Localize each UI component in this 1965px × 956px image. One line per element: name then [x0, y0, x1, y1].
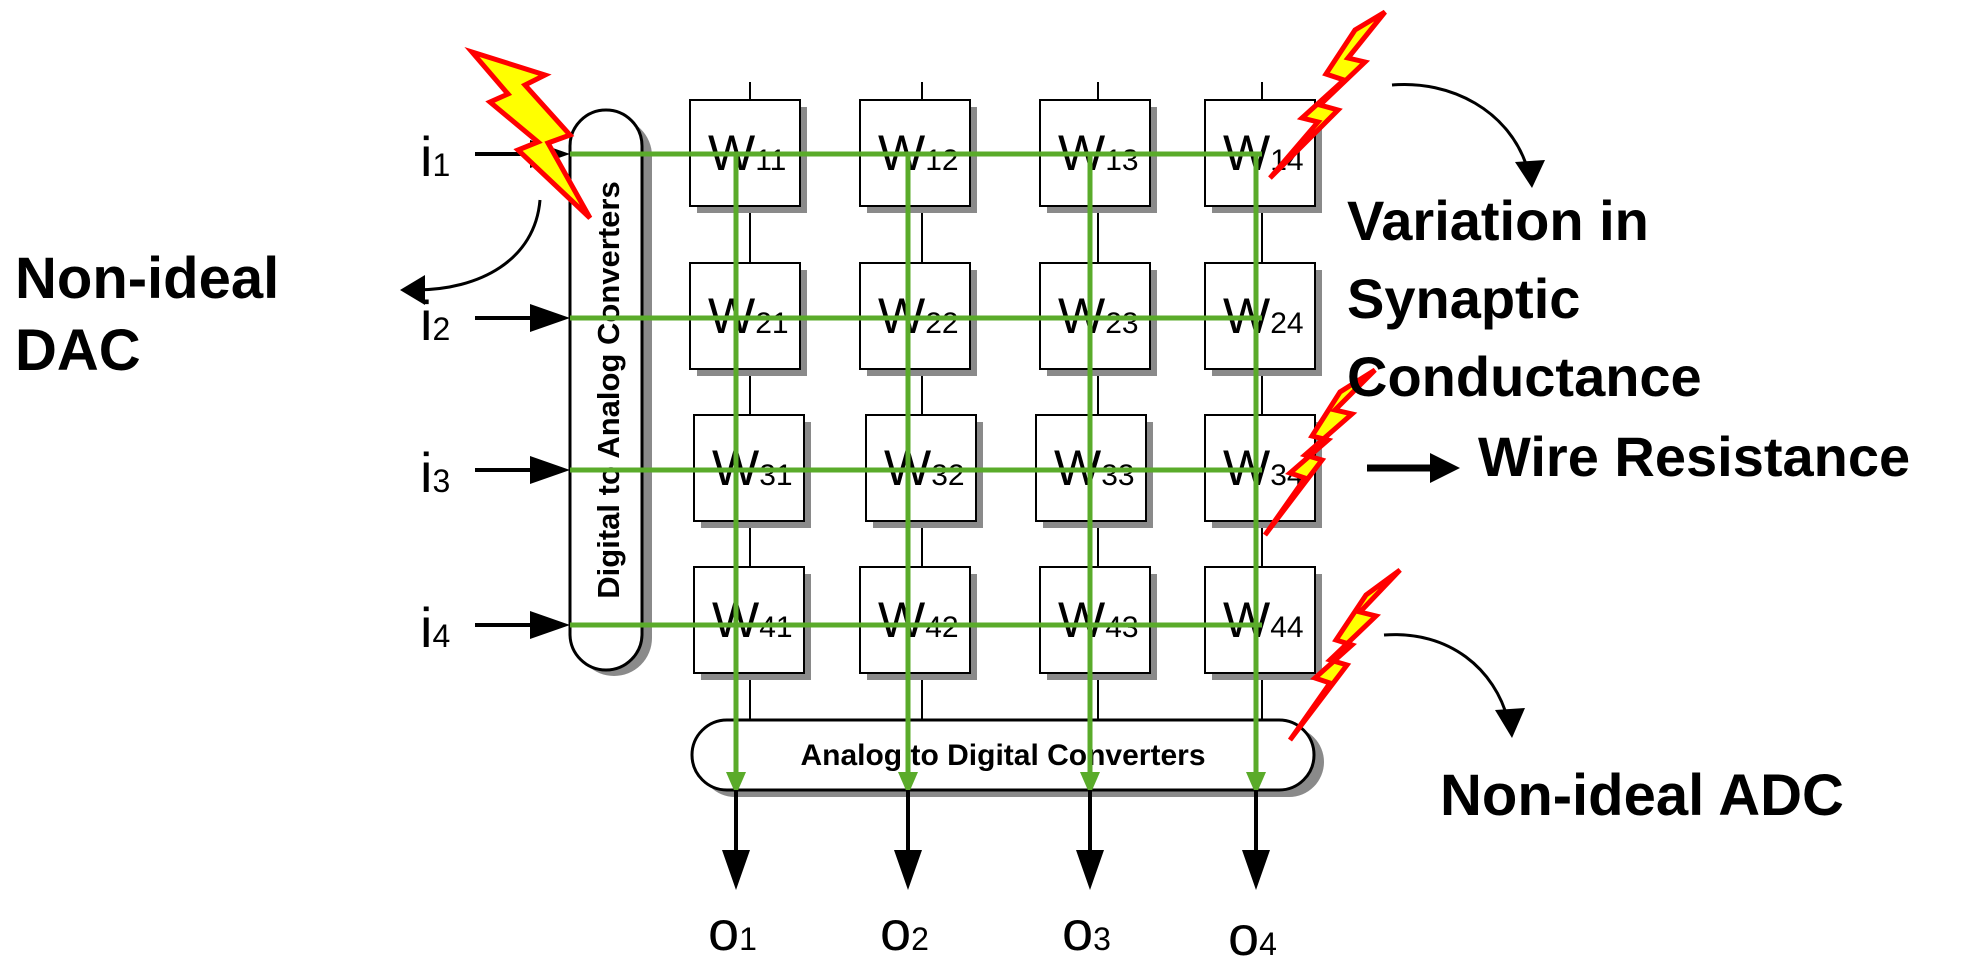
variation-line2: Synaptic: [1347, 267, 1580, 330]
non-ideal-adc-label: Non-ideal ADC: [1440, 763, 1844, 828]
weight-cell: W44: [1204, 566, 1322, 680]
non-ideal-dac-line1: Non-ideal: [15, 246, 279, 311]
input-label-symbol: i: [420, 441, 432, 504]
dac-block: Digital to Analog Converters: [568, 108, 652, 676]
output-arrow-head: [894, 850, 922, 890]
weight-label-subscript: 12: [925, 144, 958, 177]
non-ideal-dac-line2: DAC: [15, 318, 141, 383]
output-arrow-head: [1076, 850, 1104, 890]
adc-block: Analog to Digital Converters: [690, 718, 1324, 797]
lightning-bolt-icon: [1287, 567, 1402, 742]
output-label-subscript: 1: [739, 921, 757, 956]
adc-block-label: Analog to Digital Converters: [800, 739, 1205, 772]
input-label: i1: [420, 125, 450, 188]
weight-cell: W24: [1204, 262, 1322, 376]
weight-label-subscript: 23: [1105, 307, 1138, 340]
weight-label-symbol: W: [1058, 592, 1106, 648]
variation-line3: Conductance: [1347, 345, 1702, 408]
input-label: i3: [420, 441, 450, 504]
input-label-subscript: 2: [432, 311, 450, 347]
cell-box: [693, 566, 805, 674]
output-label: o4: [1228, 904, 1277, 956]
weight-label-subscript: 24: [1270, 307, 1303, 340]
input-label-symbol: i: [420, 289, 432, 352]
weight-label-subscript: 32: [931, 459, 964, 492]
output-label: o2: [880, 899, 929, 956]
output-arrow-head: [722, 850, 750, 890]
weight-cell-grid: W11W12W13W14W21W22W23W24W31W32W33W34W41W…: [689, 99, 1322, 680]
output-label-subscript: 4: [1259, 926, 1277, 956]
weight-label: W44: [1223, 592, 1304, 648]
input-arrow-head: [530, 456, 570, 484]
output-label-symbol: o: [708, 899, 739, 956]
output-label: o1: [708, 899, 757, 956]
annotation-arrows: [400, 82, 1545, 738]
output-label-symbol: o: [1062, 899, 1093, 956]
output-label: o3: [1062, 899, 1111, 956]
weight-label-subscript: 33: [1101, 459, 1134, 492]
output-label-subscript: 2: [911, 921, 929, 956]
lightning-bolt-icon: [1268, 9, 1387, 180]
input-arrow-head: [530, 304, 570, 332]
cell-box: [859, 566, 971, 674]
weight-cell: W12: [859, 99, 977, 213]
weight-label-subscript: 11: [755, 144, 786, 177]
cell-box: [1039, 566, 1151, 674]
input-label-symbol: i: [420, 125, 432, 188]
output-label-symbol: o: [1228, 904, 1259, 956]
lightning-bolt-icon: [464, 46, 593, 220]
input-label-subscript: 1: [432, 147, 450, 183]
weight-label-subscript: 13: [1105, 144, 1138, 177]
cell-box: [1204, 566, 1316, 674]
lightning-bolts: [464, 9, 1402, 742]
current-paths: [570, 151, 1266, 795]
lightning-bolt-icon: [1262, 367, 1377, 537]
input-label: i2: [420, 289, 450, 352]
output-label-symbol: o: [880, 899, 911, 956]
variation-line1: Variation in: [1347, 189, 1649, 252]
dac-block-label: Digital to Analog Converters: [591, 181, 626, 598]
annotation-labels: Non-ideal DAC Variation in Synaptic Cond…: [15, 189, 1910, 828]
input-label-subscript: 4: [432, 618, 450, 654]
output-label-subscript: 3: [1093, 921, 1111, 956]
wire-resistance-label: Wire Resistance: [1478, 425, 1910, 488]
input-arrow-head: [530, 611, 570, 639]
weight-label-subscript: 21: [755, 307, 788, 340]
input-label-subscript: 3: [432, 463, 450, 499]
input-label-symbol: i: [420, 596, 432, 659]
weight-label-subscript: 31: [759, 459, 792, 492]
input-label: i4: [420, 596, 450, 659]
weight-label-symbol: W: [878, 592, 926, 648]
output-arrow-head: [1242, 850, 1270, 890]
weight-label-subscript: 22: [925, 307, 958, 340]
weight-label-subscript: 44: [1270, 611, 1303, 644]
weight-label-symbol: W: [1223, 592, 1271, 648]
